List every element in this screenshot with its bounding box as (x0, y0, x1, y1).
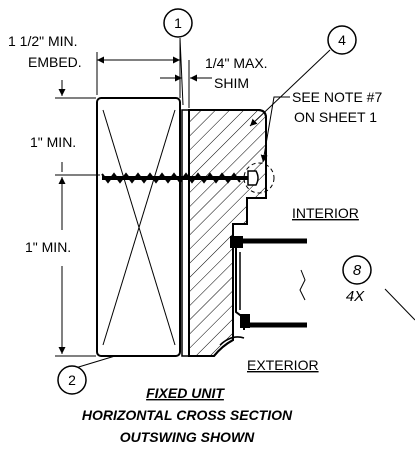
embed-dimension (96, 40, 181, 98)
note-label-line2: ON SHEET 1 (294, 109, 377, 125)
callout-8-qty: 4X (346, 288, 365, 305)
note-label-line1: SEE NOTE #7 (292, 89, 382, 105)
min-top-dimension (55, 80, 96, 172)
callout-4-circle (327, 25, 357, 55)
screw (101, 170, 259, 186)
sash-detail (219, 236, 307, 346)
caption-line2: HORIZONTAL CROSS SECTION (82, 407, 293, 423)
shim (181, 109, 190, 357)
embed-label-line2: EMBED. (28, 54, 82, 70)
min-bottom-dimension (55, 174, 100, 357)
leader-lines (71, 37, 415, 370)
note-circle (243, 162, 275, 194)
interior-label: INTERIOR (292, 205, 359, 221)
exterior-label: EXTERIOR (247, 357, 319, 373)
callout-8-label: 8 (353, 262, 362, 279)
caption-line1: FIXED UNIT (146, 385, 225, 401)
callout-1-circle (163, 8, 193, 38)
callout-4-label: 4 (338, 32, 346, 48)
wood-buck (96, 97, 181, 357)
callout-2-circle (57, 365, 87, 395)
shim-label-line1: 1/4" MAX. (205, 55, 268, 71)
shim-label-line2: SHIM (214, 75, 249, 91)
min-bottom-label: 1" MIN. (25, 239, 71, 255)
callout-1-label: 1 (174, 15, 182, 31)
embed-label-line1: 1 1/2" MIN. (8, 33, 78, 49)
callout-2-label: 2 (68, 372, 76, 388)
min-top-label: 1" MIN. (30, 134, 76, 150)
caption-line3: OUTSWING SHOWN (120, 429, 255, 445)
frame-section (188, 109, 267, 357)
shim-dimension (160, 60, 212, 108)
callout-8-circle (342, 255, 372, 285)
